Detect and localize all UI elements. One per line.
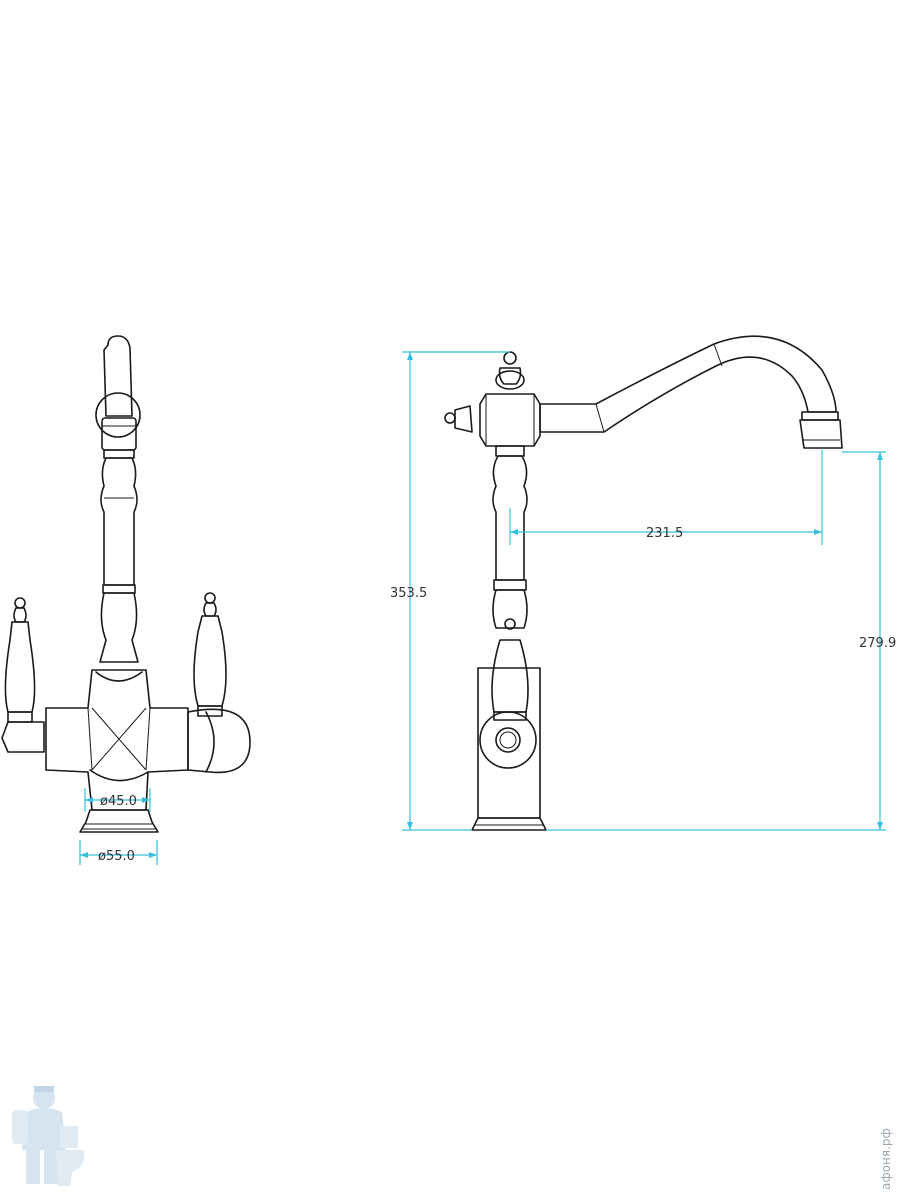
front-diameter-outer-label: ø55.0: [98, 849, 135, 864]
front-view: [1, 335, 251, 833]
side-dimensions: 353.5 231.5 279.9: [390, 351, 896, 831]
side-view: [444, 335, 843, 831]
side-spout-height-label: 279.9: [859, 636, 896, 651]
front-dimensions: ø45.0 ø55.0: [79, 788, 158, 865]
watermark-text: афоня.рф: [879, 1128, 893, 1190]
watermark: афоня.рф: [879, 1128, 893, 1190]
side-spout-reach-label: 231.5: [646, 526, 683, 541]
side-total-height-label: 353.5: [390, 586, 427, 601]
plumber-logo-icon: [12, 1086, 85, 1186]
front-diameter-inner-label: ø45.0: [100, 794, 137, 809]
